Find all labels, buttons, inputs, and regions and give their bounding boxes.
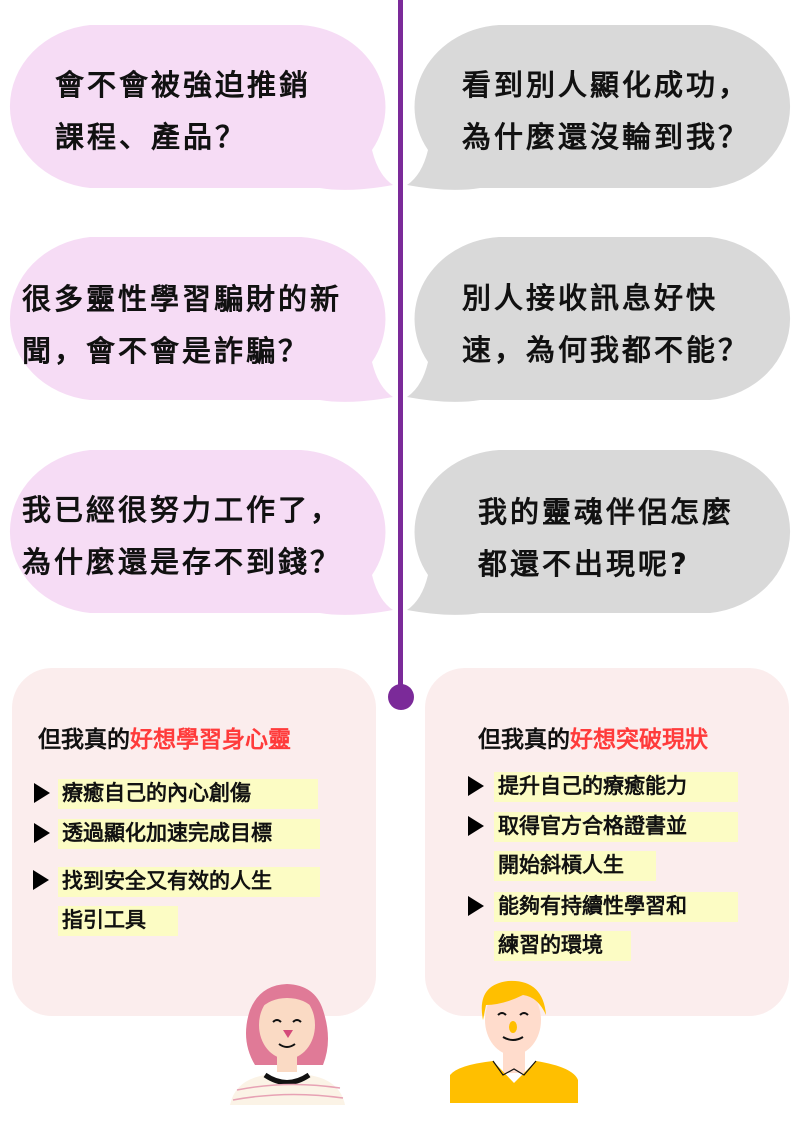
list-item: 療癒自己的內心創傷 xyxy=(58,779,318,809)
play-bullet-icon xyxy=(468,776,484,796)
bubble-line: 都還不出現呢? xyxy=(478,547,690,581)
speech-bubble-right-2 xyxy=(405,237,800,402)
speech-bubble-left-1 xyxy=(0,25,395,190)
bubble-line: 我已經很努力工作了， xyxy=(22,493,343,527)
bubble-line: 為什麼還沒輪到我？ xyxy=(462,120,751,154)
play-bullet-icon xyxy=(468,896,484,916)
bubble-line: 課程、產品？ xyxy=(55,120,248,154)
bubble-line: 聞，會不會是詐騙？ xyxy=(22,334,311,368)
list-item: 找到安全又有效的人生 xyxy=(58,867,320,897)
bubble-line: 為什麼還是存不到錢？ xyxy=(22,545,343,579)
speech-bubble-left-3 xyxy=(0,450,395,615)
man-illustration xyxy=(450,980,578,1103)
bubble-line: 我的靈魂伴侶怎麼 xyxy=(478,495,735,529)
list-item: 開始斜槓人生 xyxy=(494,851,656,881)
bubble-line: 很多靈性學習騙財的新 xyxy=(22,282,343,316)
speech-bubble-right-3 xyxy=(405,450,800,615)
play-bullet-icon xyxy=(34,823,50,843)
list-item: 能夠有持續性學習和 xyxy=(494,892,738,922)
woman-illustration xyxy=(230,984,345,1105)
timeline-dot xyxy=(388,684,414,710)
list-item: 指引工具 xyxy=(58,906,178,936)
list-item: 透過顯化加速完成目標 xyxy=(58,819,320,849)
left-card-title: 但我真的好想學習身心靈 xyxy=(38,727,291,753)
list-item: 提升自己的療癒能力 xyxy=(494,772,738,802)
speech-bubble-left-2 xyxy=(0,237,395,402)
timeline-line xyxy=(398,0,403,697)
list-item: 取得官方合格證書並 xyxy=(494,812,738,842)
play-bullet-icon xyxy=(34,783,50,803)
bubble-line: 別人接收訊息好快 xyxy=(462,281,719,315)
play-bullet-icon xyxy=(468,816,484,836)
bubble-line: 速，為何我都不能？ xyxy=(462,333,751,367)
list-item: 練習的環境 xyxy=(494,931,631,961)
right-card-title: 但我真的好想突破現狀 xyxy=(478,727,708,753)
play-bullet-icon xyxy=(33,870,49,890)
bubble-line: 看到別人顯化成功， xyxy=(462,68,751,102)
bubble-line: 會不會被強迫推銷 xyxy=(55,68,312,102)
speech-bubble-right-1 xyxy=(405,25,800,190)
